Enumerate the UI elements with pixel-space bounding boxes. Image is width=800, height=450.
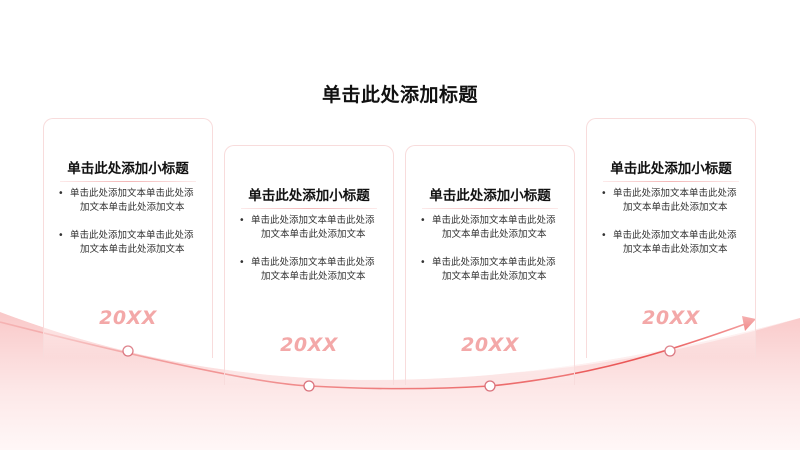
card-bullet-list: 单击此处添加文本单击此处添 加文本单击此处添加文本 单击此处添加文本单击此处添 …	[239, 214, 383, 298]
card-divider	[60, 181, 196, 182]
year-label[interactable]: 20XX	[99, 307, 157, 329]
card-subtitle[interactable]: 单击此处添加小标题	[429, 188, 551, 204]
card-divider	[603, 181, 739, 182]
timeline-card-4: 单击此处添加小标题 单击此处添加文本单击此处添 加文本单击此处添加文本 单击此处…	[586, 118, 756, 358]
card-divider	[422, 208, 558, 209]
year-label[interactable]: 20XX	[280, 334, 338, 356]
card-bullet-list: 单击此处添加文本单击此处添 加文本单击此处添加文本 单击此处添加文本单击此处添 …	[601, 187, 745, 271]
slide-title[interactable]: 单击此处添加标题	[321, 84, 478, 106]
year-label[interactable]: 20XX	[461, 334, 519, 356]
timeline-card-3: 单击此处添加小标题 单击此处添加文本单击此处添 加文本单击此处添加文本 单击此处…	[405, 145, 575, 385]
bullet-item[interactable]: 单击此处添加文本单击此处添 加文本单击此处添加文本	[58, 229, 202, 257]
card-subtitle[interactable]: 单击此处添加小标题	[610, 161, 732, 177]
bullet-item[interactable]: 单击此处添加文本单击此处添 加文本单击此处添加文本	[601, 187, 745, 215]
card-bullet-list: 单击此处添加文本单击此处添 加文本单击此处添加文本 单击此处添加文本单击此处添 …	[420, 214, 564, 298]
card-subtitle[interactable]: 单击此处添加小标题	[248, 188, 370, 204]
timeline-line	[0, 321, 749, 390]
card-bullet-list: 单击此处添加文本单击此处添 加文本单击此处添加文本 单击此处添加文本单击此处添 …	[58, 187, 202, 271]
bullet-item[interactable]: 单击此处添加文本单击此处添 加文本单击此处添加文本	[420, 256, 564, 284]
bullet-item[interactable]: 单击此处添加文本单击此处添 加文本单击此处添加文本	[239, 256, 383, 284]
bullet-item[interactable]: 单击此处添加文本单击此处添 加文本单击此处添加文本	[601, 229, 745, 257]
card-divider	[241, 208, 377, 209]
year-label[interactable]: 20XX	[642, 307, 700, 329]
bullet-item[interactable]: 单击此处添加文本单击此处添 加文本单击此处添加文本	[239, 214, 383, 242]
bullet-item[interactable]: 单击此处添加文本单击此处添 加文本单击此处添加文本	[58, 187, 202, 215]
timeline-card-2: 单击此处添加小标题 单击此处添加文本单击此处添 加文本单击此处添加文本 单击此处…	[224, 145, 394, 385]
timeline-card-1: 单击此处添加小标题 单击此处添加文本单击此处添 加文本单击此处添加文本 单击此处…	[43, 118, 213, 358]
card-subtitle[interactable]: 单击此处添加小标题	[67, 161, 189, 177]
bullet-item[interactable]: 单击此处添加文本单击此处添 加文本单击此处添加文本	[420, 214, 564, 242]
